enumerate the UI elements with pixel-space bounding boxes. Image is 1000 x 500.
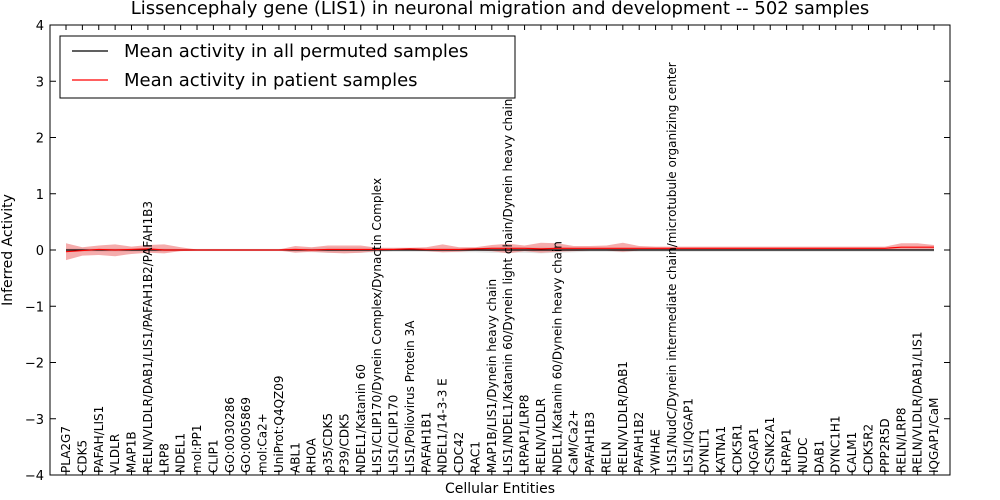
x-category-label: CaM/Ca2+: [567, 409, 581, 473]
y-tick-label: 3: [36, 75, 44, 90]
legend-label-permuted: Mean activity in all permuted samples: [124, 41, 468, 62]
y-tick-label: −1: [25, 300, 44, 315]
x-category-label: LRPAP1/LRP8: [518, 394, 532, 473]
x-category-label: GO:0030286: [223, 397, 237, 473]
y-tick-label: 1: [36, 188, 44, 203]
x-axis: [65, 25, 935, 475]
x-category-label: IQGAP1/CaM: [927, 398, 941, 474]
x-category-label: NDEL1/Katanin 60: [354, 364, 368, 473]
x-category-label: YWHAE: [649, 429, 663, 474]
series-line-1: [65, 246, 934, 253]
x-category-label: KATNA1: [714, 426, 728, 473]
x-category-label: CDK5R2: [861, 424, 875, 473]
x-category-label: PAFAH/LIS1: [92, 406, 106, 473]
x-category-label: GO:0005869: [239, 397, 253, 473]
x-category-label: LIS1/Poliovirus Protein 3A: [403, 320, 417, 473]
x-category-label: DAB1: [812, 440, 826, 473]
x-category-label: MAP1B/LIS1/Dynein heavy chain: [485, 279, 499, 473]
y-tick-label: 0: [36, 244, 44, 259]
x-category-label: PPP2R5D: [878, 418, 892, 473]
y-tick-label: 2: [36, 132, 44, 147]
x-category-label: RELN/VLDLR/DAB1/LIS1: [911, 332, 925, 473]
x-category-label: LRP8: [157, 443, 171, 473]
x-category-label: VLDLR: [108, 434, 122, 473]
bands-layer: [66, 242, 934, 261]
x-category-label: PAFAH1B2: [632, 412, 646, 473]
x-category-label: DYNLT1: [698, 428, 712, 473]
x-category-label: P39/CDK5: [337, 413, 351, 473]
x-category-label: RHOA: [305, 437, 319, 473]
y-tick-label: −3: [25, 413, 44, 428]
x-category-label: CDK5R1: [730, 424, 744, 473]
y-axis-title: Inferred Activity: [0, 194, 16, 306]
x-category-label: LIS1/CLIP170/Dynein Complex/Dynactin Com…: [370, 178, 384, 473]
x-category-label: RELN/VLDLR/DAB1/LIS1/PAFAH1B2/PAFAH1B3: [141, 201, 155, 473]
x-category-label: NUDC: [796, 438, 810, 473]
x-category-label: IQGAP1: [747, 428, 761, 473]
x-category-label: RAC1: [468, 441, 482, 473]
x-category-label: NDEL1/Katanin 60/Dynein heavy chain: [550, 241, 564, 473]
y-tick-label: 4: [36, 19, 44, 34]
x-category-label: LRPAP1: [780, 428, 794, 473]
x-axis-title: Cellular Entities: [445, 481, 555, 497]
x-category-label: CALM1: [845, 432, 859, 473]
x-category-label: CDK5: [75, 440, 89, 473]
x-category-label: LIS1/NDEL1/Katanin 60/Dynein light chain…: [501, 99, 515, 473]
x-category-label: CDC42: [452, 432, 466, 473]
x-category-label: RELN/LRP8: [894, 407, 908, 473]
x-category-label: PAFAH1B3: [583, 412, 597, 473]
x-category-label: UniProt:Q4QZ09: [272, 375, 286, 473]
x-category-label: LIS1/CLIP170: [387, 395, 401, 473]
x-category-label: mol:Ca2+: [256, 413, 270, 473]
series-band-1: [66, 242, 934, 261]
x-category-label: RELN/VLDLR/DAB1: [616, 361, 630, 473]
x-category-label: DYNC1H1: [829, 415, 843, 473]
x-category-label: NDEL1/14-3-3 E: [436, 378, 450, 473]
x-category-label: RELN: [599, 441, 613, 473]
legend-label-patient: Mean activity in patient samples: [124, 70, 418, 91]
y-tick-label: −2: [25, 357, 44, 372]
x-category-label: NDEL1: [174, 433, 188, 473]
y-axis: 4 3 2 1 0 −1 −2 −3 −4: [25, 19, 950, 484]
lines-layer: [65, 246, 934, 253]
x-category-label: PAFAH1B1: [419, 412, 433, 473]
x-category-label: LIS1/NudC/Dynein intermediate chain/micr…: [665, 62, 679, 473]
legend-box: [59, 35, 516, 99]
x-category-label: mol:PP1: [190, 424, 204, 473]
x-category-label: RELN/VLDLR: [534, 398, 548, 473]
plot-frame: [49, 24, 951, 476]
legend: Mean activity in all permuted samples Me…: [59, 35, 516, 99]
x-category-label: MAP1B: [125, 431, 139, 473]
x-category-label: CSNK2A1: [763, 417, 777, 473]
y-tick-label: −4: [25, 469, 44, 484]
x-category-label: p35/CDK5: [321, 413, 335, 473]
x-category-label: LIS1/IQGAP1: [681, 398, 695, 473]
x-category-label: CLIP1: [206, 440, 220, 473]
chart-title: Lissencephaly gene (LIS1) in neuronal mi…: [131, 0, 870, 19]
x-category-label: ABL1: [288, 442, 302, 473]
x-category-label: PLA2G7: [59, 426, 73, 473]
